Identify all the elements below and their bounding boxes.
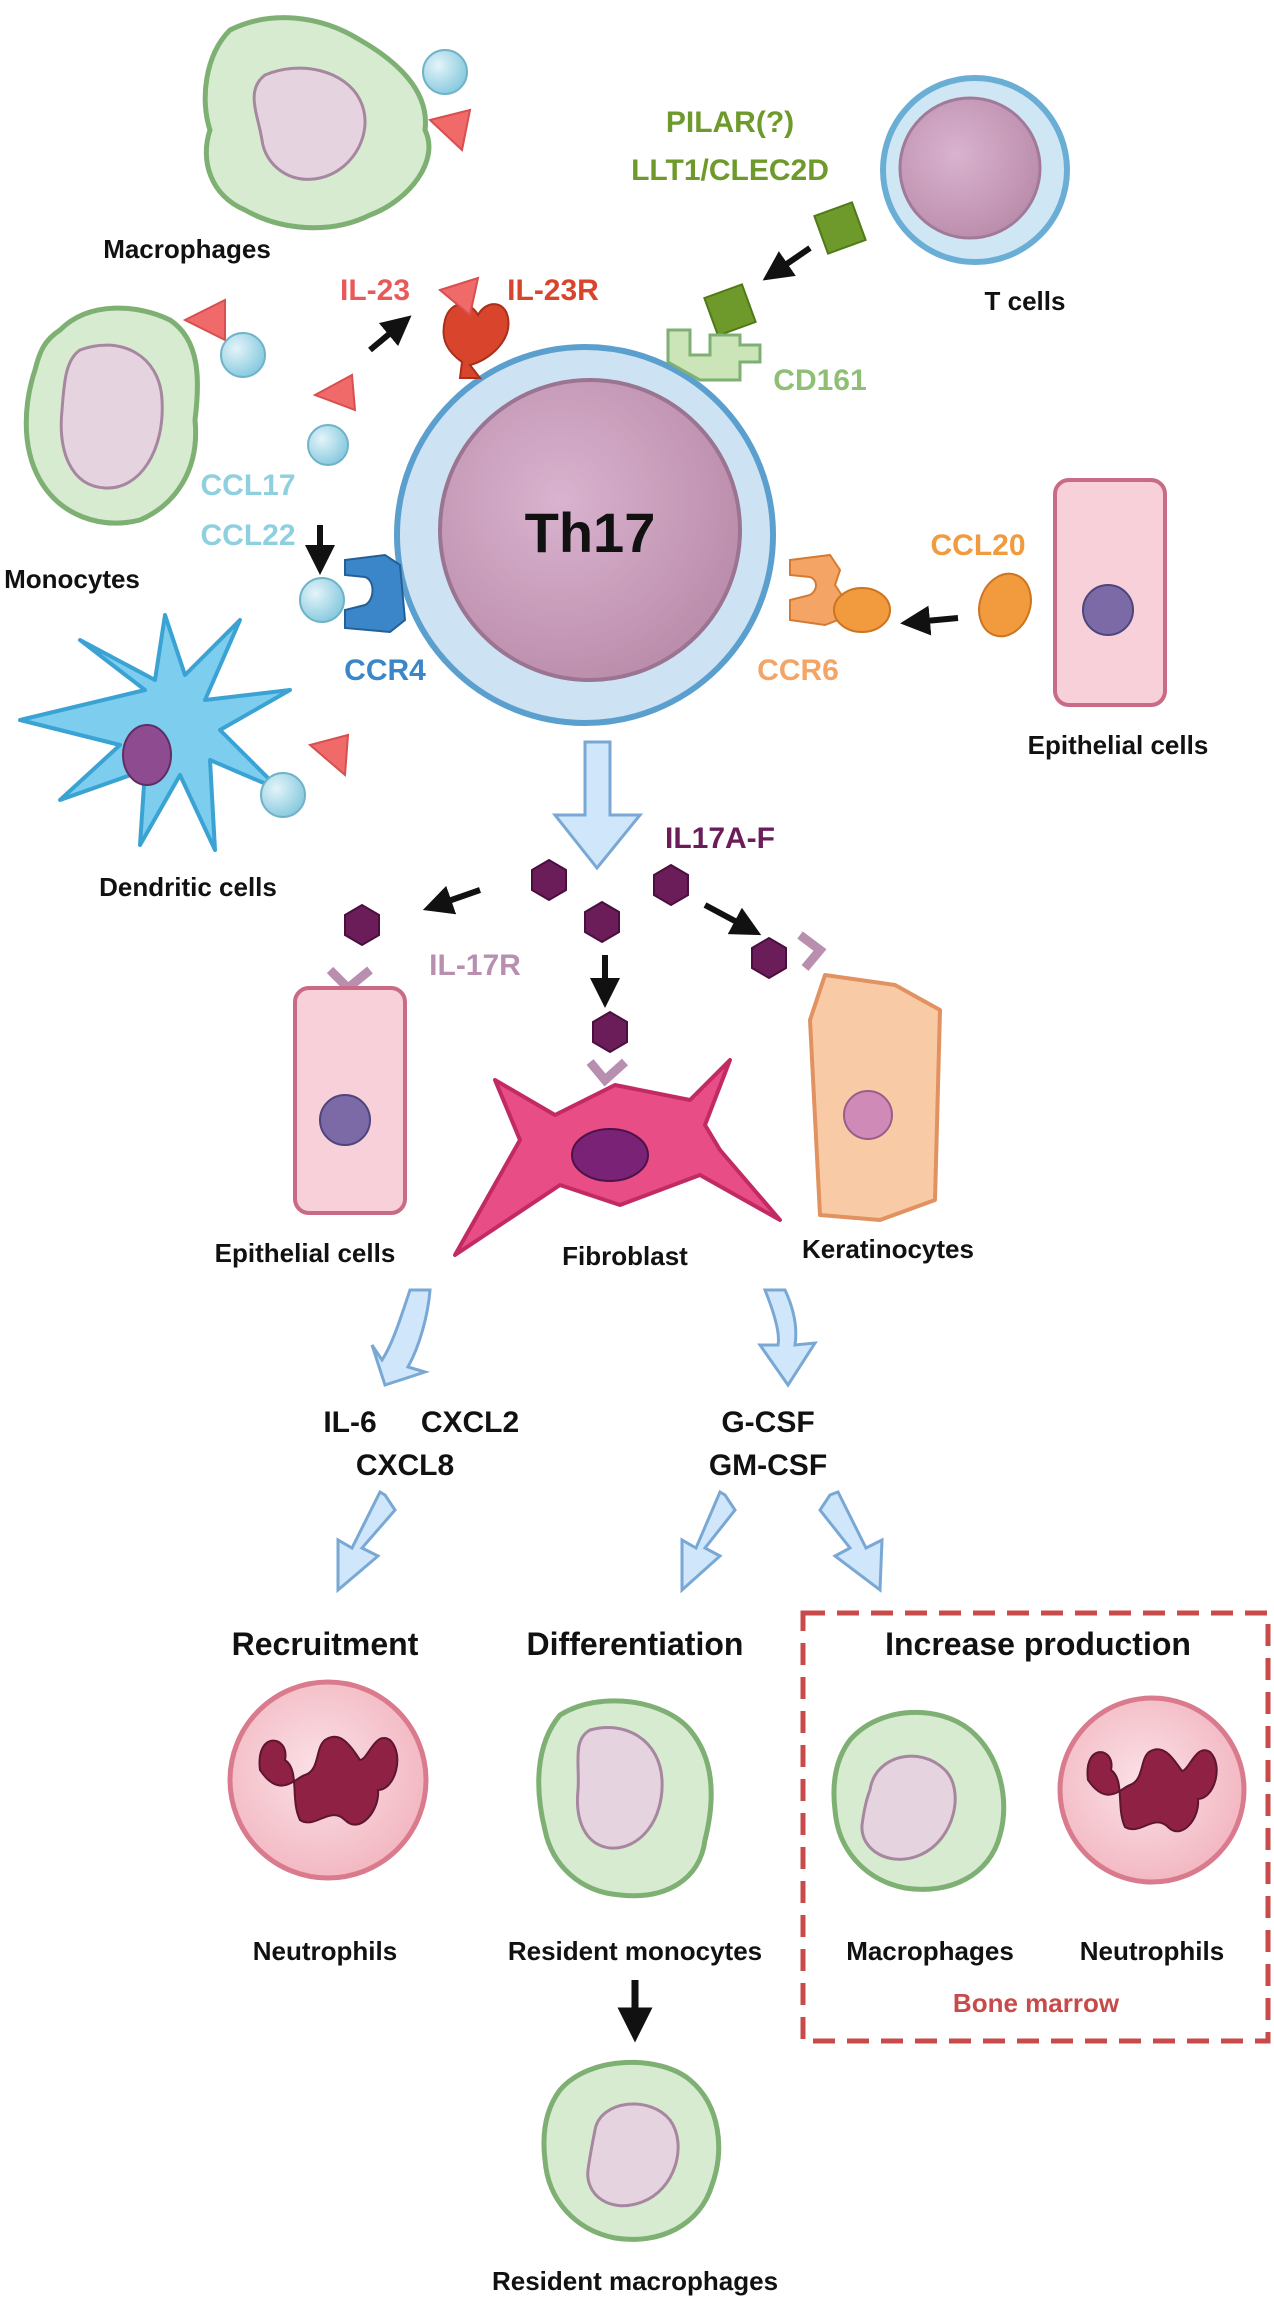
bone-marrow-box — [800, 1610, 1271, 2044]
ccl20-arrow — [900, 605, 959, 636]
il17-hex-icon — [592, 1010, 628, 1054]
il23-triangle-icon — [312, 373, 357, 412]
macrophages-top-label: Macrophages — [103, 234, 271, 264]
neutrophil-bm-icon — [1057, 1695, 1247, 1885]
gcsf-label: G-CSF — [721, 1406, 814, 1439]
il17-hex-icon — [653, 863, 689, 907]
differentiation-heading: Differentiation — [527, 1626, 744, 1662]
epithelial-top-label: Epithelial cells — [1028, 730, 1209, 760]
recruitment-arrow — [336, 1489, 397, 1594]
llt1-arrow — [762, 245, 812, 281]
macrophage-top-icon — [202, 15, 472, 231]
ccl20-label: CCL20 — [930, 529, 1025, 562]
il17-hex-icon — [584, 900, 620, 944]
llt1-ligand-icon — [813, 201, 867, 255]
il23-arrow — [368, 315, 412, 353]
il17-arrow-left — [422, 885, 481, 915]
ccr6-label: CCR6 — [757, 654, 839, 687]
neutrophil-left-icon — [227, 1679, 429, 1881]
resident-monocyte-icon — [536, 1698, 714, 1899]
il17-arrow-right — [703, 902, 762, 936]
gmcsf-label: GM-CSF — [709, 1449, 827, 1482]
keratinocytes-label: Keratinocytes — [802, 1234, 974, 1264]
ccl20-ball-icon — [978, 572, 1032, 638]
monocytes-label: Monocytes — [4, 564, 140, 594]
cxcl2-label: CXCL2 — [421, 1406, 519, 1439]
neutrophils-left-label: Neutrophils — [253, 1936, 397, 1966]
monocyte-icon — [23, 298, 266, 526]
ccr4-receptor-icon — [344, 553, 407, 634]
epithelial-cell-top-icon — [1053, 478, 1167, 707]
il17-hex-icon — [344, 903, 380, 947]
bone-marrow-label: Bone marrow — [953, 1988, 1120, 2018]
macrophage-bm-icon — [831, 1709, 1007, 1892]
cxcl8-label: CXCL8 — [356, 1449, 454, 1482]
ccl17-label: CCL17 — [200, 469, 295, 502]
production-arrow — [818, 1490, 884, 1593]
epithelial-cell-mid-icon — [293, 966, 407, 1215]
resident-monocytes-label: Resident monocytes — [508, 1936, 762, 1966]
keratinocyte-output-arrow — [757, 1288, 818, 1388]
ccl17-bound-icon — [299, 577, 345, 623]
il6-label: IL-6 — [323, 1406, 376, 1439]
ccl17-ball-icon — [307, 424, 349, 466]
keratinocyte-icon — [797, 931, 942, 1222]
epithelial-output-arrow — [370, 1288, 432, 1387]
recruitment-heading: Recruitment — [232, 1626, 419, 1662]
resident-macrophages-label: Resident macrophages — [492, 2266, 778, 2296]
ccr4-label: CCR4 — [344, 654, 426, 687]
dendritic-cell-icon — [18, 613, 350, 852]
t-cells-label: T cells — [985, 286, 1066, 316]
neutrophils-bm-label: Neutrophils — [1080, 1936, 1224, 1966]
ccr6-receptor-icon — [789, 553, 847, 627]
il23r-label: IL-23R — [507, 274, 599, 307]
il17r-label: IL-17R — [429, 949, 521, 982]
il17-hexagons — [344, 858, 787, 1054]
cd161-receptor-icon — [666, 328, 762, 382]
th17-cell-icon — [394, 344, 776, 726]
th17-secretion-arrow — [551, 740, 644, 871]
resident-macrophage-icon — [541, 2059, 722, 2242]
fibroblast-label: Fibroblast — [562, 1241, 688, 1271]
macrophages-bm-label: Macrophages — [846, 1936, 1014, 1966]
dendritic-cells-label: Dendritic cells — [99, 872, 277, 902]
increase-production-heading: Increase production — [885, 1626, 1191, 1662]
il23-label: IL-23 — [340, 274, 410, 307]
ccl20-bound-icon — [833, 587, 891, 633]
cd161-label: CD161 — [773, 364, 866, 397]
il17-hex-icon — [531, 858, 567, 902]
epithelial-mid-label: Epithelial cells — [215, 1238, 396, 1268]
llt1-bound-icon — [703, 283, 757, 337]
il17af-label: IL17A-F — [665, 822, 775, 855]
il17-hex-icon — [751, 936, 787, 980]
llt1-label: LLT1/CLEC2D — [631, 154, 829, 187]
differentiation-arrow — [680, 1489, 737, 1594]
th17-label: Th17 — [525, 501, 656, 564]
fibroblast-icon — [453, 1058, 782, 1257]
il23-bound-icon — [437, 276, 480, 317]
t-cell-icon — [880, 75, 1070, 265]
pilar-label: PILAR(?) — [666, 106, 794, 139]
ccl22-label: CCL22 — [200, 519, 295, 552]
